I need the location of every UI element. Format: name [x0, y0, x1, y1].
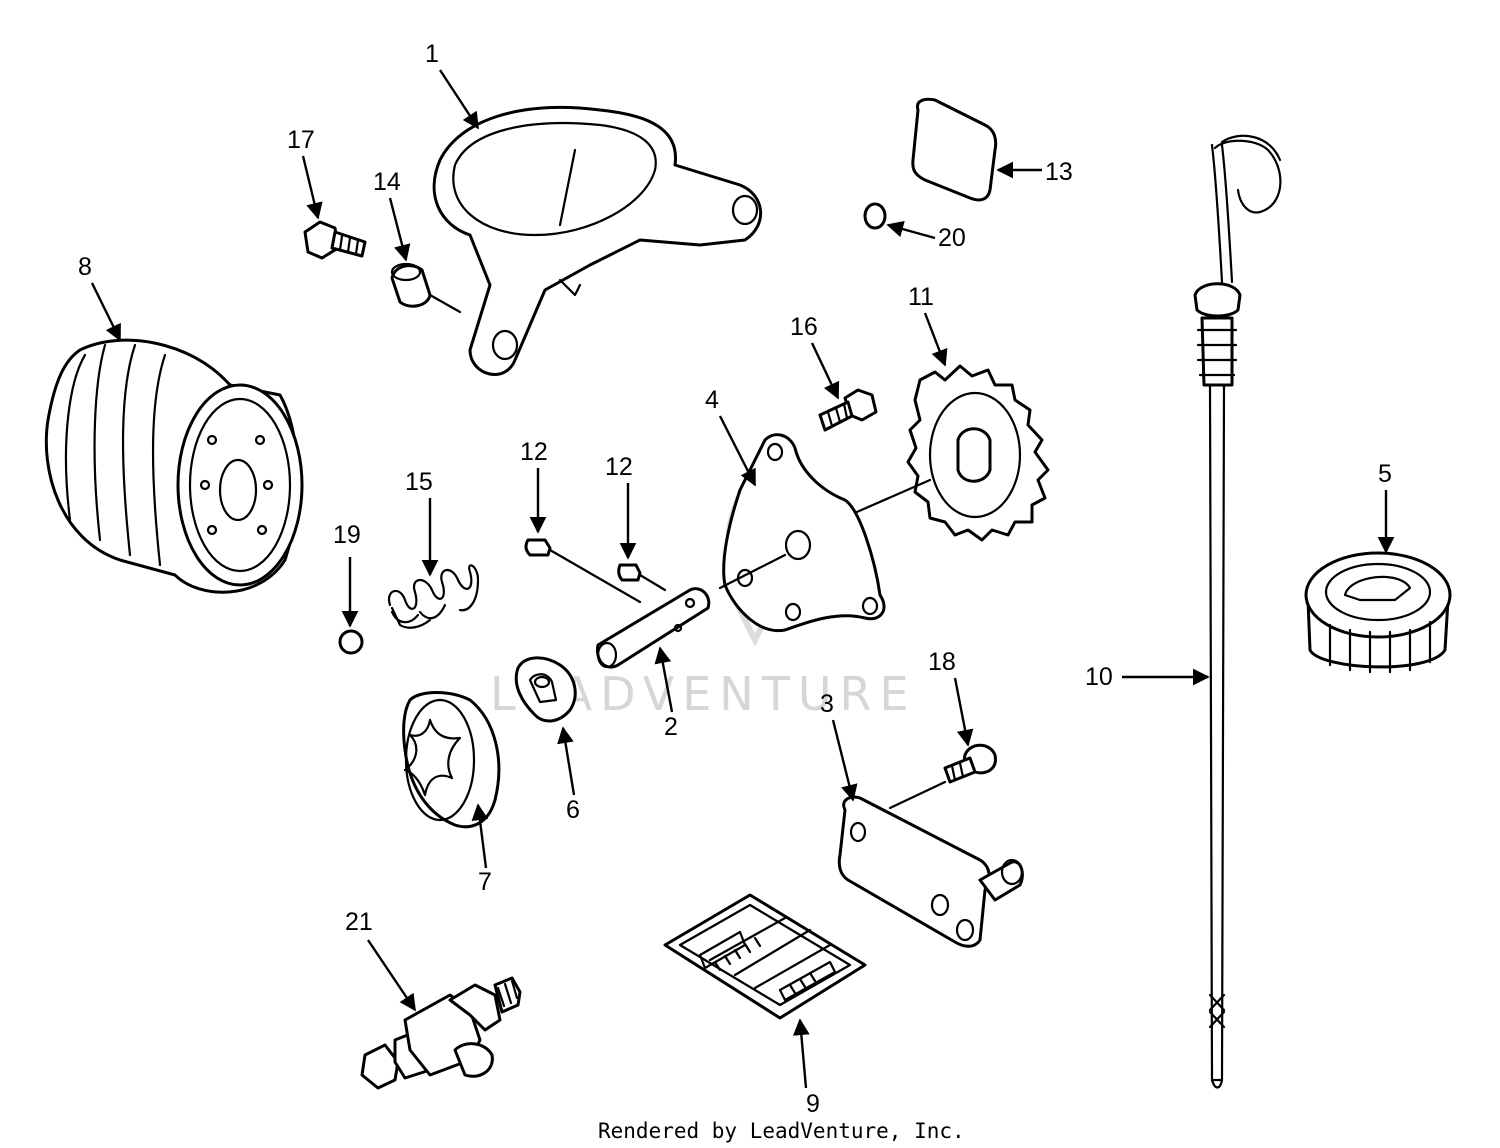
- part-7-outer-rotor: [402, 691, 501, 829]
- callout-7: 7: [478, 868, 492, 896]
- part-20-o-ring: [863, 202, 887, 230]
- part-9-strainer-screen: [663, 893, 867, 1020]
- callout-20: 20: [938, 224, 966, 252]
- callout-5: 5: [1378, 460, 1392, 488]
- part-15-spring: [387, 564, 480, 629]
- callout-17: 17: [287, 126, 315, 154]
- part-17-bolt: [303, 220, 367, 260]
- part-2-pump-shaft: [595, 587, 711, 669]
- part-19-check-ball: [338, 629, 364, 655]
- callout-21: 21: [345, 908, 373, 936]
- callout-11: 11: [908, 283, 934, 311]
- callout-19: 19: [333, 521, 361, 549]
- part-3-relief-valve-plate: [837, 795, 1024, 948]
- part-6-inner-rotor: [514, 656, 577, 723]
- part-10-dipstick: [1193, 134, 1282, 1089]
- callout-8: 8: [78, 253, 92, 281]
- callout-2: 2: [664, 713, 678, 741]
- callout-3: 3: [820, 690, 834, 718]
- callout-9: 9: [806, 1090, 820, 1118]
- callout-6: 6: [566, 796, 580, 824]
- part-5-oil-fill-cap: [1304, 551, 1452, 674]
- part-18-screw: [888, 743, 997, 810]
- callout-18: 18: [928, 648, 956, 676]
- part-1-oil-strainer-housing: [432, 106, 762, 376]
- part-8-oil-filter: [44, 338, 304, 594]
- footer-credit: Rendered by LeadVenture, Inc.: [598, 1119, 965, 1143]
- part-13-gasket: [911, 97, 998, 202]
- callout-13: 13: [1045, 158, 1073, 186]
- part-12-pin-b: [617, 563, 667, 592]
- part-12-pin-a: [524, 538, 642, 604]
- callout-10: 10: [1085, 663, 1113, 691]
- callout-4: 4: [705, 386, 719, 414]
- callout-12-a: 12: [520, 438, 548, 466]
- callout-12-b: 12: [605, 453, 633, 481]
- callout-15: 15: [405, 468, 433, 496]
- part-14-bushing: [390, 262, 462, 314]
- callout-14: 14: [373, 168, 401, 196]
- part-21-pressure-fitting: [360, 976, 522, 1090]
- part-4-pump-cover-plate: [718, 433, 886, 633]
- part-11-drive-gear: [848, 364, 1050, 542]
- part-16-bolt: [818, 388, 878, 432]
- callout-16: 16: [790, 313, 818, 341]
- callout-1: 1: [425, 40, 439, 68]
